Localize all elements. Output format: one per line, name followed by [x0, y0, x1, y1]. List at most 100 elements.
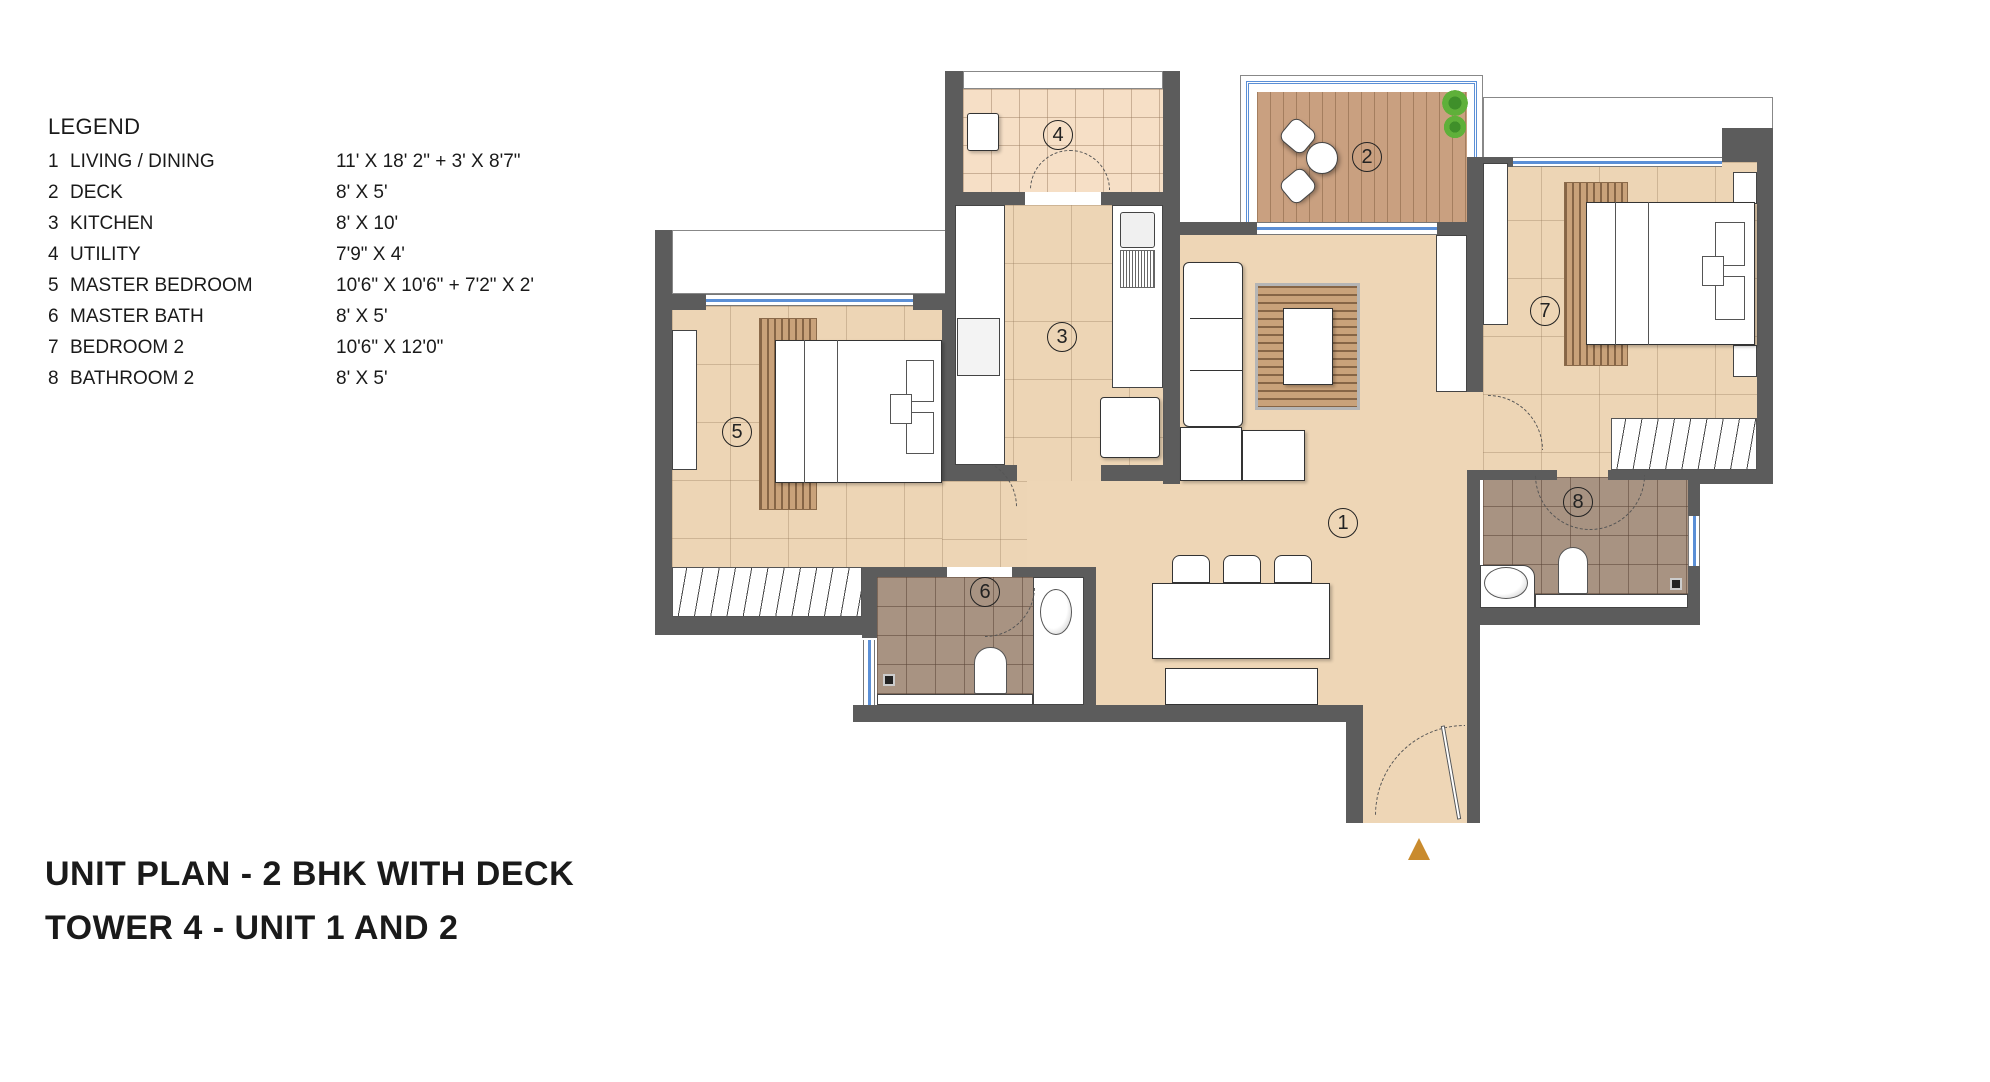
wall: [1467, 157, 1483, 392]
legend-number: 4: [48, 244, 59, 265]
wall: [1084, 567, 1096, 705]
floor-drain-icon: [883, 674, 895, 686]
sofa-icon: [1183, 262, 1243, 427]
entrance-arrow-icon: [1408, 838, 1430, 860]
legend-room-name: LIVING / DINING: [70, 151, 215, 172]
wall: [1101, 465, 1163, 481]
wall: [1688, 484, 1700, 516]
kitchen-sink-icon: [1120, 212, 1155, 248]
bath-ledge: [877, 694, 1033, 705]
legend-row-master-bath: 6 MASTER BATH 8' X 5': [48, 301, 534, 332]
wall: [1101, 192, 1163, 205]
legend-room-name: MASTER BATH: [70, 306, 204, 327]
legend-room-dimension: 8' X 10': [336, 213, 399, 234]
sink-drainboard: [1120, 250, 1155, 288]
room-label-7: 7: [1530, 296, 1560, 326]
room-foyer-floor: [1467, 392, 1483, 478]
window-bathroom-2: [1688, 516, 1700, 566]
pillow-icon: [890, 394, 912, 424]
wall: [1483, 157, 1513, 167]
toilet-icon: [1558, 547, 1588, 594]
wall: [853, 705, 1363, 722]
legend-room-dimension: 11' X 18' 2" + 3' X 8'7": [336, 151, 521, 172]
window-bedroom-5: [706, 294, 913, 306]
wall: [1757, 162, 1773, 480]
wall: [655, 617, 877, 635]
unit-plan-title: UNIT PLAN - 2 BHK WITH DECK: [45, 855, 575, 893]
legend-number: 7: [48, 337, 59, 358]
bed-blanket-fold: [804, 340, 805, 483]
legend-room-name: MASTER BEDROOM: [70, 275, 253, 296]
legend-title: LEGEND: [48, 114, 141, 139]
room-label-1: 1: [1328, 508, 1358, 538]
legend: LEGEND 1 LIVING / DINING 11' X 18' 2" + …: [48, 114, 534, 394]
nightstand-icon: [1733, 345, 1757, 377]
room-label-6: 6: [970, 577, 1000, 607]
wall: [1163, 71, 1180, 484]
legend-room-dimension: 8' X 5': [336, 306, 388, 327]
wall: [655, 230, 672, 635]
legend-row-bathroom-2: 8 BATHROOM 2 8' X 5': [48, 363, 534, 394]
dining-bench-icon: [1165, 668, 1318, 705]
window-master-bath: [863, 640, 875, 705]
legend-row-living-dining: 1 LIVING / DINING 11' X 18' 2" + 3' X 8'…: [48, 146, 534, 177]
bed-blanket-fold: [1615, 202, 1616, 345]
stove-icon: [957, 318, 1000, 376]
dining-table-icon: [1152, 583, 1330, 659]
wall: [672, 294, 706, 310]
legend-row-deck: 2 DECK 8' X 5': [48, 177, 534, 208]
legend-row-master-bedroom: 5 MASTER BEDROOM 10'6" X 10'6" + 7'2" X …: [48, 270, 534, 301]
nightstand-icon: [1733, 172, 1757, 204]
legend-number: 3: [48, 213, 59, 234]
deck-table-icon: [1306, 142, 1338, 174]
plant-icon: [1440, 88, 1470, 118]
legend-number: 8: [48, 368, 59, 389]
wardrobe-bedroom-5-side: [672, 330, 697, 470]
legend-room-dimension: 10'6" X 12'0": [336, 337, 444, 358]
wall: [1346, 705, 1363, 823]
wall: [963, 192, 1025, 205]
room-label-5: 5: [722, 417, 752, 447]
coffee-table-icon: [1283, 308, 1333, 385]
legend-number: 2: [48, 182, 59, 203]
wardrobe-bedroom-2-side: [1483, 163, 1508, 325]
dining-chair-icon: [1274, 555, 1312, 583]
wash-basin-icon: [1484, 567, 1528, 599]
wall: [1467, 608, 1700, 625]
legend-room-name: DECK: [70, 182, 123, 203]
wall: [1688, 470, 1773, 484]
pillow-icon: [906, 360, 934, 402]
window-deck: [1257, 222, 1437, 235]
wall: [1180, 222, 1257, 235]
sofa-ottoman-icon: [1242, 430, 1305, 481]
wall: [1467, 470, 1557, 480]
wardrobe-bedroom-5: [672, 567, 862, 617]
bed-blanket-fold: [837, 340, 838, 483]
wall: [1722, 128, 1773, 162]
sofa-cushion-divider: [1190, 318, 1243, 319]
sofa-ottoman-icon: [1180, 427, 1242, 481]
legend-room-dimension: 8' X 5': [336, 368, 388, 389]
pillow-icon: [1715, 276, 1745, 320]
legend-number: 5: [48, 275, 59, 296]
wall: [1608, 470, 1688, 480]
legend-room-dimension: 7'9" X 4': [336, 244, 405, 265]
wash-basin-icon: [1040, 589, 1072, 635]
legend-number: 1: [48, 151, 59, 172]
room-label-2: 2: [1352, 142, 1382, 172]
legend-room-dimension: 10'6" X 10'6" + 7'2" X 2': [336, 275, 534, 296]
legend-room-name: UTILITY: [70, 244, 141, 265]
refrigerator-icon: [1100, 397, 1160, 458]
wall: [877, 567, 947, 577]
ledge-utility: [963, 71, 1163, 89]
room-label-3: 3: [1047, 322, 1077, 352]
legend-room-dimension: 8' X 5': [336, 182, 388, 203]
room-label-4: 4: [1043, 120, 1073, 150]
legend-room-name: KITCHEN: [70, 213, 154, 234]
tower-unit-subtitle: TOWER 4 - UNIT 1 AND 2: [45, 909, 459, 947]
bath-ledge: [1535, 594, 1688, 608]
toilet-icon: [974, 647, 1007, 694]
wall: [1467, 480, 1480, 823]
window-bedroom-2: [1513, 157, 1722, 167]
pillow-icon: [1702, 256, 1724, 286]
